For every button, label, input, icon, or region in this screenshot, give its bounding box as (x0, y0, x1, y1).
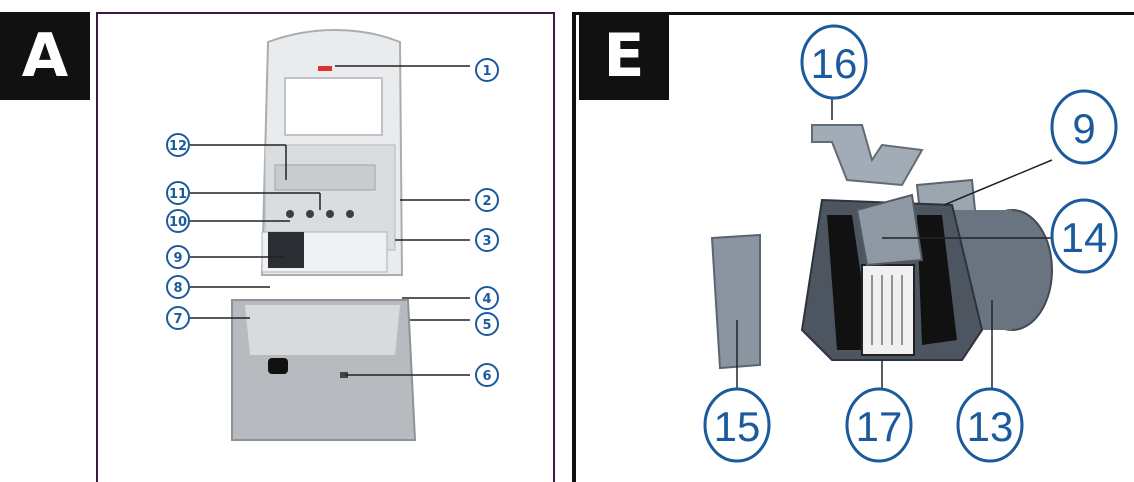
display-screen (275, 165, 375, 190)
callout-a-2: 2 (476, 189, 498, 211)
svg-text:4: 4 (482, 292, 491, 307)
handle-opening (285, 78, 382, 135)
button-2 (306, 210, 314, 218)
svg-text:15: 15 (714, 403, 761, 450)
stamp-device-illustration: 1 2 3 4 5 6 7 8 (0, 0, 557, 475)
protective-strip (712, 235, 760, 368)
callout-e-13: 13 (958, 389, 1022, 461)
svg-text:9: 9 (173, 251, 182, 266)
button-1 (286, 210, 294, 218)
button-3 (326, 210, 334, 218)
svg-text:13: 13 (967, 403, 1014, 450)
cartridge-illustration: 16 9 14 15 17 13 (572, 0, 1134, 475)
callout-a-6: 6 (476, 364, 498, 386)
power-socket (268, 358, 288, 374)
svg-text:8: 8 (173, 281, 182, 296)
panel-a: A (0, 0, 557, 475)
callout-a-4: 4 (476, 287, 498, 309)
svg-text:6: 6 (482, 369, 491, 384)
callout-a-8: 8 (167, 276, 189, 298)
callout-a-9: 9 (167, 246, 189, 268)
svg-text:12: 12 (169, 139, 187, 154)
callout-a-11: 11 (167, 182, 189, 204)
callout-e-15: 15 (705, 389, 769, 461)
svg-text:1: 1 (482, 64, 491, 79)
ink-cartridge (268, 232, 304, 268)
svg-text:3: 3 (482, 234, 491, 249)
panel-e: E (572, 0, 1134, 475)
callout-e-9: 9 (1052, 91, 1116, 163)
indicator-light (318, 66, 332, 71)
base-top (245, 305, 400, 355)
svg-text:16: 16 (811, 40, 858, 87)
svg-text:2: 2 (482, 194, 491, 209)
callout-e-14: 14 (1052, 200, 1116, 272)
svg-text:11: 11 (169, 187, 187, 202)
callout-a-3: 3 (476, 229, 498, 251)
svg-text:5: 5 (482, 318, 491, 333)
print-head-chip (862, 265, 914, 355)
svg-text:9: 9 (1072, 105, 1095, 152)
button-4 (346, 210, 354, 218)
callout-a-5: 5 (476, 313, 498, 335)
svg-text:14: 14 (1061, 214, 1108, 261)
svg-text:7: 7 (173, 312, 182, 327)
callout-a-1: 1 (476, 59, 498, 81)
svg-text:10: 10 (169, 215, 187, 230)
callout-a-10: 10 (167, 210, 189, 232)
callout-e-16: 16 (802, 26, 866, 98)
callout-a-7: 7 (167, 307, 189, 329)
callout-a-12: 12 (167, 134, 189, 156)
svg-text:17: 17 (856, 403, 903, 450)
tape-strip (812, 125, 922, 185)
callout-e-17: 17 (847, 389, 911, 461)
